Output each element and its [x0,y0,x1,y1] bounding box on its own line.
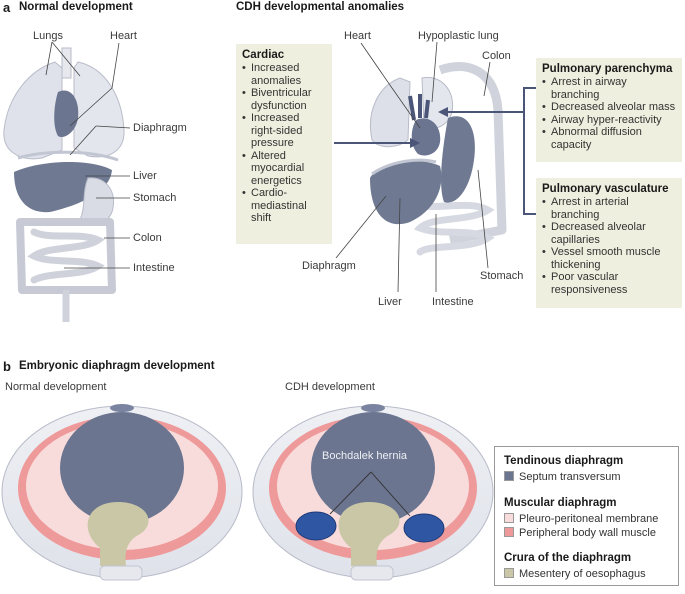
cdh-spine [350,565,394,581]
label-diaphragm: Diaphragm [133,122,187,134]
cdh-effect-arrows [334,87,536,215]
panel-a-cdh-title: CDH developmental anomalies [236,1,405,13]
legend-crura-title: Crura of the diaphragm [504,552,632,564]
cdh-heart [411,118,441,156]
cdh-diaphragm-illustration [252,404,494,581]
cdh-oesophagus-mesentery [338,502,400,566]
cdh-colon [438,62,507,245]
legend-pbwm-row: Peripheral body wall muscle [504,527,656,539]
normal-trachea [61,47,72,79]
legend-septum-swatch [504,471,514,481]
panel-b-cdh-title: CDH development [285,381,375,393]
cdh-intestine [413,201,495,256]
label-intestine: Intestine [133,262,175,274]
cdh-left-lung [370,77,411,148]
left-bochdalek-defect [295,511,337,541]
cdh-label-heart: Heart [344,30,371,42]
normal-anatomy-illustration [3,47,125,322]
vasculature-list: Arrest in arterialbranchingDecreased alv… [542,196,676,296]
list-item: Airway hyper-reactivity [542,114,676,127]
legend-mesentery-swatch [504,568,514,578]
normal-septum-transversum [60,412,184,524]
label-colon: Colon [133,232,162,244]
label-lungs: Lungs [33,30,63,42]
parenchyma-list: Arrest in airwaybranchingDecreased alveo… [542,76,676,151]
legend-septum-row: Septum transversum [504,471,620,483]
normal-oesophagus-mesentery [87,502,149,566]
normal-intestine [27,228,106,284]
parenchyma-title: Pulmonary parenchyma [542,63,673,75]
legend-tendinous-title: Tendinous diaphragm [504,455,624,467]
legend-muscular-title: Muscular diaphragm [504,497,617,509]
bochdalek-hernia-label: Bochdalek hernia [322,450,408,462]
normal-liver [14,161,112,213]
normal-diaphragm-illustration [1,404,243,581]
cdh-liver [370,161,442,225]
normal-left-lung [3,61,63,160]
cardiac-list: IncreasedanomaliesBiventriculardysfuncti… [242,62,326,225]
cdh-label-stomach: Stomach [480,270,524,282]
cdh-label-hypoplastic-lung: Hypoplastic lung [418,30,499,42]
cdh-leader-lines [335,41,491,293]
cdh-stomach [441,116,475,203]
legend-ppm-row: Pleuro-peritoneal membrane [504,513,658,525]
cardiac-title: Cardiac [242,49,285,61]
hernia-leader-lines [329,471,411,517]
panel-a-normal-title: Normal development [19,1,133,13]
normal-heart [54,90,79,138]
cdh-label-diaphragm: Diaphragm [302,260,356,272]
panel-a-letter: a [3,0,11,15]
cdh-septum-transversum [311,412,435,524]
list-item: Decreased alveolar mass [542,101,676,114]
normal-top-notch [110,404,134,412]
panel-b-normal-title: Normal development [5,381,107,393]
vasculature-title: Pulmonary vasculature [542,183,669,195]
legend-ppm-swatch [504,513,514,523]
legend: Tendinous diaphragm Septum transversum M… [494,446,679,586]
normal-diaphragm [17,150,119,162]
label-liver: Liver [133,170,157,182]
normal-spine [99,565,143,581]
cdh-label-liver: Liver [378,296,402,308]
cdh-great-vessels [408,94,430,121]
normal-leader-lines [45,41,131,269]
cdh-anatomy-illustration [370,62,507,256]
panel-b-letter: b [3,359,11,374]
normal-colon [16,218,116,294]
cardiac-box: Cardiac IncreasedanomaliesBiventriculard… [236,44,332,244]
label-heart: Heart [110,30,137,42]
cdh-top-notch [361,404,385,412]
label-stomach: Stomach [133,192,177,204]
vasculature-box: Pulmonary vasculature Arrest in arterial… [536,178,682,308]
right-bochdalek-defect [403,513,445,543]
parenchyma-box: Pulmonary parenchyma Arrest in airwaybra… [536,58,682,162]
normal-right-lung [73,61,125,158]
cdh-label-colon: Colon [482,50,511,62]
cdh-diaphragm [371,158,437,176]
legend-mesentery-row: Mesentery of oesophagus [504,568,646,580]
panel-b-title: Embryonic diaphragm development [19,360,215,372]
legend-pbwm-swatch [504,527,514,537]
cdh-label-intestine: Intestine [432,296,474,308]
